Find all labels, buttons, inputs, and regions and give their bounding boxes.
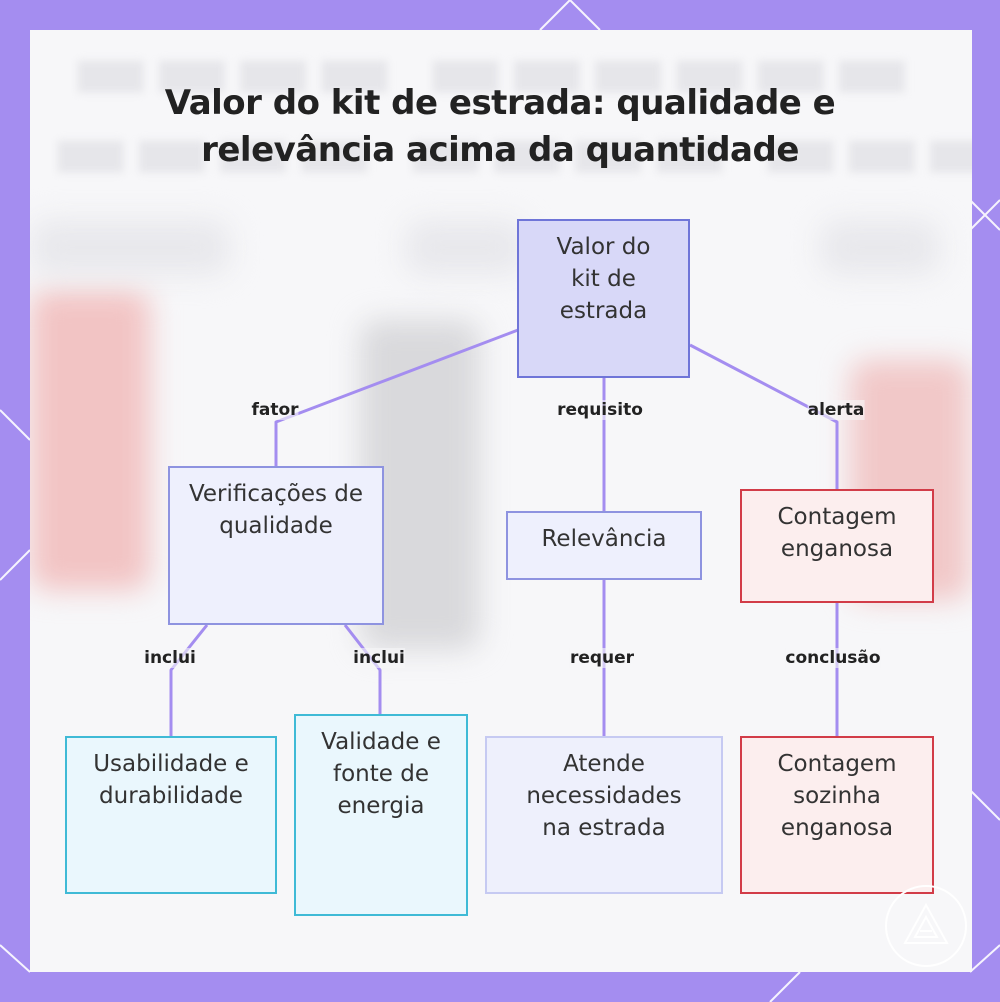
edge-label-factor: fator (251, 400, 299, 420)
node-misleading-label: Contagem enganosa (777, 504, 897, 562)
edge-label-includes-2: inclui (353, 648, 405, 668)
node-relevance: Relevância (506, 511, 702, 580)
edge-label-requires: requer (569, 648, 635, 668)
edge-label-requirement: requisito (557, 400, 643, 420)
edge-label-conclusion: conclusão (785, 648, 881, 668)
node-count-alone-label: Contagem sozinha enganosa (777, 751, 897, 841)
node-root-label: Valor do kit de estrada (556, 234, 651, 324)
node-misleading-count: Contagem enganosa (740, 489, 934, 603)
edge-label-warning: alerta (807, 400, 865, 420)
edge-label-includes-1: inclui (144, 648, 196, 668)
node-meets-needs: Atende necessidades na estrada (485, 736, 723, 894)
watermark-logo (885, 885, 967, 967)
node-meets-label: Atende necessidades na estrada (526, 751, 682, 841)
node-count-alone: Contagem sozinha enganosa (740, 736, 934, 894)
node-usability: Usabilidade e durabilidade (65, 736, 277, 894)
edge-root-to-quality (274, 328, 519, 468)
node-quality-label: Verificações de qualidade (188, 481, 364, 539)
node-quality-checks: Verificações de qualidade (168, 466, 384, 625)
title-line-1: Valor do kit de estrada: qualidade e (164, 83, 836, 123)
edge-quality-to-validity (343, 624, 382, 714)
node-validity: Validade e fonte de energia (294, 714, 468, 916)
node-root: Valor do kit de estrada (517, 219, 690, 378)
node-usability-label: Usabilidade e durabilidade (93, 751, 249, 809)
title-line-2: relevância acima da quantidade (201, 130, 799, 170)
edge-quality-to-usability (169, 624, 209, 736)
edge-root-to-misleading (689, 343, 839, 489)
page-title: Valor do kit de estrada: qualidade e rel… (0, 80, 1000, 174)
warning-triangle-icon (903, 902, 949, 944)
node-relevance-label: Relevância (541, 526, 667, 552)
node-validity-label: Validade e fonte de energia (321, 729, 441, 819)
